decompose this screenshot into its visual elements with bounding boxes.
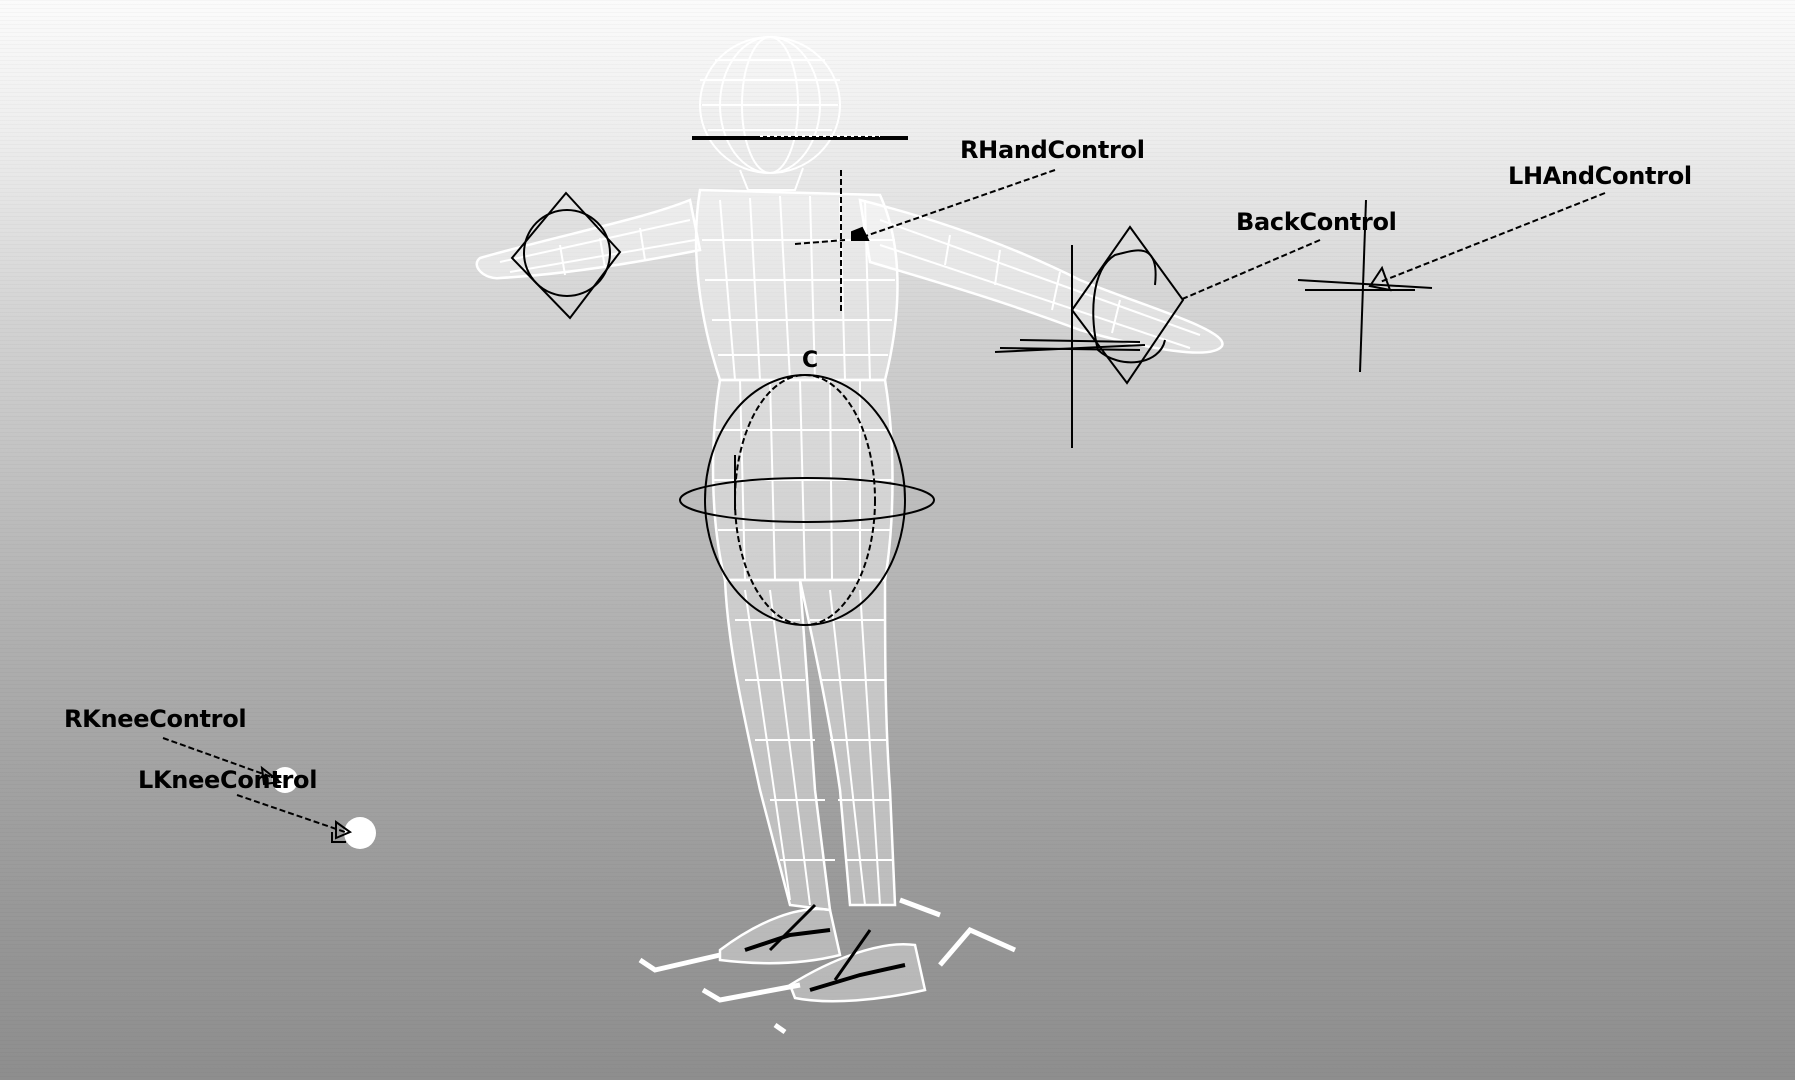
label-leader-lines <box>162 169 1606 833</box>
rknee-control-label[interactable]: RKneeControl <box>64 705 247 733</box>
center-control-label[interactable]: C <box>802 348 818 373</box>
character-mesh[interactable] <box>475 36 1224 1035</box>
lhand-control-label[interactable]: LHAndControl <box>1508 162 1692 190</box>
head-control[interactable] <box>692 135 908 140</box>
center-control-sphere[interactable] <box>679 374 935 626</box>
left-arm-mesh <box>858 198 1224 354</box>
rhand-control-label[interactable]: RHandControl <box>960 136 1145 164</box>
back-control-locator[interactable] <box>994 245 1146 448</box>
back-control-label[interactable]: BackControl <box>1236 208 1397 236</box>
lknee-control-ball[interactable] <box>331 817 376 849</box>
right-wrist-diamond-control[interactable] <box>510 191 622 320</box>
right-arm-mesh <box>475 198 702 280</box>
feet-mesh <box>638 897 1017 1035</box>
rknee-control-ball[interactable] <box>260 765 298 793</box>
lknee-control-label[interactable]: LKneeControl <box>138 766 318 794</box>
legs-mesh <box>723 578 897 912</box>
torso-mesh <box>694 188 899 382</box>
head-mesh <box>699 36 841 191</box>
lhand-control-locator[interactable] <box>1297 199 1433 373</box>
